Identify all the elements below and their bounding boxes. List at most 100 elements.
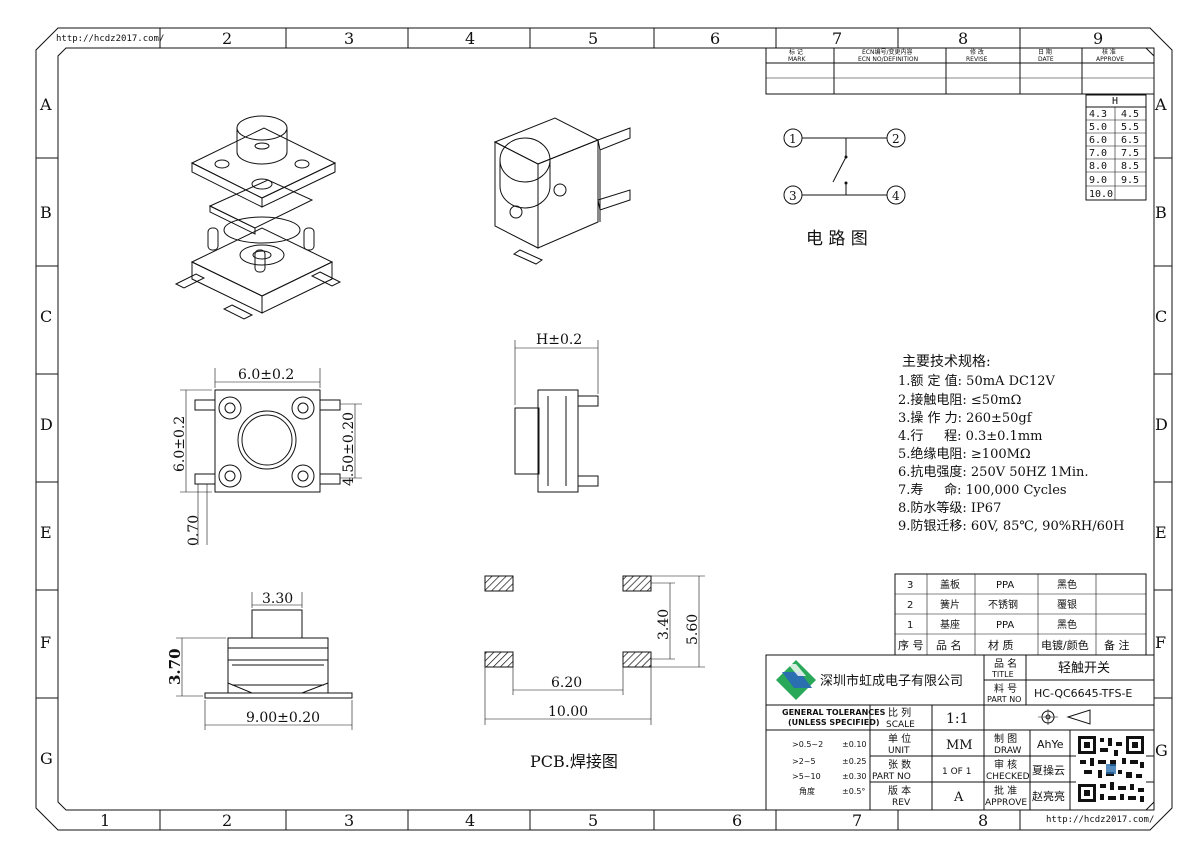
height-table: H 4.3 4.5 5.0 5.5 6.0 6.5 7.0 7.5 8.0 8.… bbox=[1085, 94, 1147, 201]
pcb-pad-1 bbox=[484, 575, 514, 592]
bom-r1-c4: 黑色 bbox=[1057, 578, 1077, 591]
bom-r2-c1: 2 bbox=[907, 600, 913, 611]
tolerance-title-1: GENERAL TOLERANCES bbox=[782, 708, 886, 717]
spec-line-9: 9.防银迁移: 60V, 85℃, 90%RH/60H bbox=[898, 518, 1124, 534]
bom-r2-c2: 簧片 bbox=[940, 598, 960, 611]
row-label-d-right: D bbox=[1155, 415, 1168, 434]
bom-r3-c4: 黑色 bbox=[1057, 618, 1077, 631]
rev-header-approve-cn: 核 准 bbox=[1102, 48, 1116, 56]
rev-header-ecn-en: ECN NO/DEFINITION bbox=[858, 56, 918, 63]
spec-line-8: 8.防水等级: IP67 bbox=[898, 500, 1001, 516]
row-label-a-right: A bbox=[1154, 95, 1167, 114]
col-label-4: 4 bbox=[465, 29, 475, 48]
draw-label-cn: 制 图 bbox=[994, 732, 1017, 745]
pcb-pad-4 bbox=[622, 651, 652, 668]
qr-code bbox=[1076, 734, 1146, 804]
rev-header-mark-en: MARK bbox=[788, 56, 806, 63]
check-value: 夏操云 bbox=[1032, 763, 1065, 777]
bcol-label-4: 4 bbox=[465, 811, 475, 830]
rev-value: A bbox=[953, 790, 964, 805]
tol-value-2: ±0.25 bbox=[842, 757, 867, 766]
bom-header-material: 材 质 bbox=[988, 638, 1014, 652]
col-label-2: 2 bbox=[222, 29, 232, 48]
row-label-e: E bbox=[40, 523, 52, 542]
part-label-cn: 料 号 bbox=[994, 682, 1017, 695]
bcol-label-2: 2 bbox=[222, 811, 232, 830]
rev-header-approve-en: APPROVE bbox=[1096, 56, 1124, 63]
pin-1-label: 1 bbox=[789, 132, 797, 146]
row-rulers: A B C D E F G A B C D E F G bbox=[36, 95, 1172, 768]
sheet-label-en: PART NO bbox=[872, 772, 911, 782]
bom-header-name: 品 名 bbox=[936, 638, 962, 652]
url-top-left: http://hcdz2017.com/ bbox=[56, 34, 164, 44]
tol-range-1: >0.5~2 bbox=[792, 740, 823, 749]
spec-line-1: 1.额 定 值: 50mA DC12V bbox=[898, 373, 1055, 389]
col-label-9: 9 bbox=[1093, 29, 1103, 48]
row-label-f-right: F bbox=[1155, 633, 1166, 652]
title-value: 轻触开关 bbox=[1058, 661, 1110, 676]
col-label-7: 7 bbox=[832, 29, 842, 48]
specifications: 主要技术规格: 1.额 定 值: 50mA DC12V 2.接触电阻: ≤50m… bbox=[898, 354, 1124, 534]
dim-front-height: 3.70 bbox=[166, 648, 184, 685]
bcol-label-6: 6 bbox=[732, 811, 742, 830]
bom-r1-c1: 3 bbox=[907, 580, 913, 591]
unit-label-cn: 单 位 bbox=[888, 732, 911, 745]
pcb-pad-3 bbox=[484, 651, 514, 668]
h-cell-5-1: 9.5 bbox=[1121, 175, 1139, 186]
spec-line-4: 4.行 程: 0.3±0.1mm bbox=[898, 429, 1042, 444]
circuit-title: 电 路 图 bbox=[806, 229, 868, 249]
row-label-f: F bbox=[40, 633, 51, 652]
bom-r2-c4: 覆银 bbox=[1057, 598, 1077, 611]
dim-pcb-6-20: 6.20 bbox=[551, 675, 582, 691]
sheet-label-cn: 张 数 bbox=[888, 758, 911, 771]
approve-label-cn: 批 准 bbox=[994, 784, 1017, 797]
bcol-label-5: 5 bbox=[588, 811, 598, 830]
dim-pin-offset: 0.70 bbox=[186, 515, 202, 546]
row-label-e-right: E bbox=[1155, 523, 1167, 542]
bom-r2-c3: 不锈钢 bbox=[988, 598, 1018, 611]
projection-symbol bbox=[1038, 709, 1091, 725]
side-view: H±0.2 bbox=[514, 332, 599, 493]
tol-value-3: ±0.30 bbox=[842, 772, 867, 781]
tol-range-2: >2~5 bbox=[792, 757, 816, 766]
spec-line-5: 5.绝缘电阻: ≥100MΩ bbox=[898, 446, 1031, 462]
spec-line-7: 7.寿 命: 100,000 Cycles bbox=[898, 482, 1067, 498]
bottom-column-ruler: 1 2 3 4 5 6 7 8 http://hcdz2017.com/ bbox=[100, 810, 1154, 830]
tol-value-1: ±0.10 bbox=[842, 740, 867, 749]
rev-header-date-cn: 日 期 bbox=[1038, 48, 1052, 56]
draw-value: AhYe bbox=[1037, 738, 1064, 751]
tol-range-4: 角度 bbox=[799, 786, 815, 796]
company-name: 深圳市虹成电子有限公司 bbox=[820, 673, 963, 689]
part-value: HC-QC6645-TFS-E bbox=[1034, 687, 1132, 700]
dim-left-height: 6.0±0.2 bbox=[172, 416, 188, 472]
h-cell-5-0: 9.0 bbox=[1089, 175, 1107, 186]
rev-header-mark-cn: 标 记 bbox=[789, 48, 803, 56]
h-cell-3-1: 7.5 bbox=[1121, 148, 1139, 159]
scale-value: 1:1 bbox=[946, 711, 969, 727]
unit-value: MM bbox=[946, 738, 973, 753]
title-block: 深圳市虹成电子有限公司 品 名 TITLE 轻触开关 料 号 PART NO H… bbox=[765, 654, 1155, 811]
row-label-a: A bbox=[39, 95, 52, 114]
check-label-en: CHECKED bbox=[986, 772, 1030, 782]
pin-3-label: 3 bbox=[789, 189, 797, 203]
bom-r3-c3: PPA bbox=[996, 620, 1014, 631]
bom-r1-c2: 盖板 bbox=[940, 578, 960, 591]
spec-line-3: 3.操 作 力: 260±50gf bbox=[898, 410, 1033, 426]
approve-value: 赵亮亮 bbox=[1032, 789, 1065, 803]
h-cell-6-0: 10.0 bbox=[1089, 189, 1113, 200]
height-table-header: H bbox=[1112, 96, 1118, 107]
dim-pcb-3-40: 3.40 bbox=[656, 609, 672, 640]
h-cell-1-1: 5.5 bbox=[1121, 122, 1139, 133]
company-logo bbox=[776, 660, 816, 700]
pcb-footprint: 3.40 5.60 6.20 10.00 PCB.焊接图 bbox=[484, 575, 705, 771]
scale-label-cn: 比 列 bbox=[888, 706, 911, 719]
rev-header-revise-en: REVISE bbox=[966, 56, 988, 63]
h-cell-3-0: 7.0 bbox=[1089, 148, 1107, 159]
dim-side-h: H±0.2 bbox=[536, 332, 582, 348]
title-label-cn: 品 名 bbox=[994, 657, 1017, 670]
dim-pcb-5-60: 5.60 bbox=[685, 614, 701, 645]
tol-range-3: >5~10 bbox=[792, 772, 821, 781]
spec-line-2: 2.接触电阻: ≤50mΩ bbox=[898, 392, 1021, 408]
pcb-title: PCB.焊接图 bbox=[530, 752, 618, 771]
pin-2-label: 2 bbox=[892, 132, 900, 146]
